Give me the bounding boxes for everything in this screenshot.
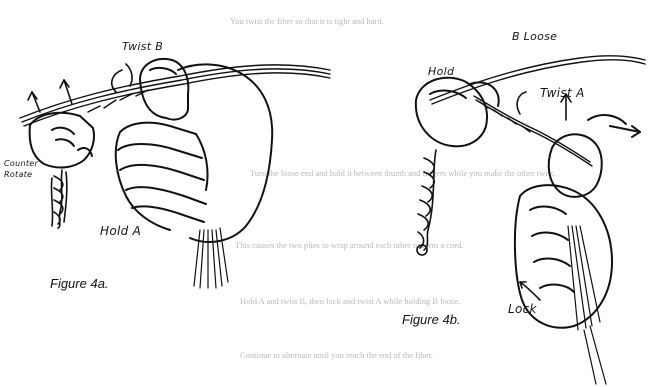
label-lock: Lock — [508, 302, 537, 316]
right-hand-drawing — [116, 59, 272, 242]
left-hand-drawing — [30, 113, 94, 168]
fiber-strand-b — [430, 56, 645, 166]
loose-fibers-a — [194, 228, 228, 288]
figure-4b-drawing — [416, 56, 645, 384]
label-counter-rotate: Counter Rotate — [4, 158, 38, 180]
label-b-loose: B Loose — [512, 30, 557, 43]
twisted-ply-b — [417, 150, 436, 255]
label-hold: Hold — [428, 65, 454, 78]
caption-figure-4b: Figure 4b. — [402, 312, 461, 327]
twisted-ply-a — [51, 170, 66, 228]
hold-hand-drawing — [416, 78, 499, 147]
label-twist-a: Twist A — [540, 86, 585, 100]
label-hold-a: Hold A — [100, 224, 141, 238]
lock-pointer-arrow — [520, 282, 540, 300]
figure-4a-drawing — [20, 59, 330, 288]
caption-figure-4a: Figure 4a. — [50, 276, 109, 291]
label-twist-b: Twist B — [122, 40, 163, 53]
twist-hand-drawing — [515, 115, 640, 328]
